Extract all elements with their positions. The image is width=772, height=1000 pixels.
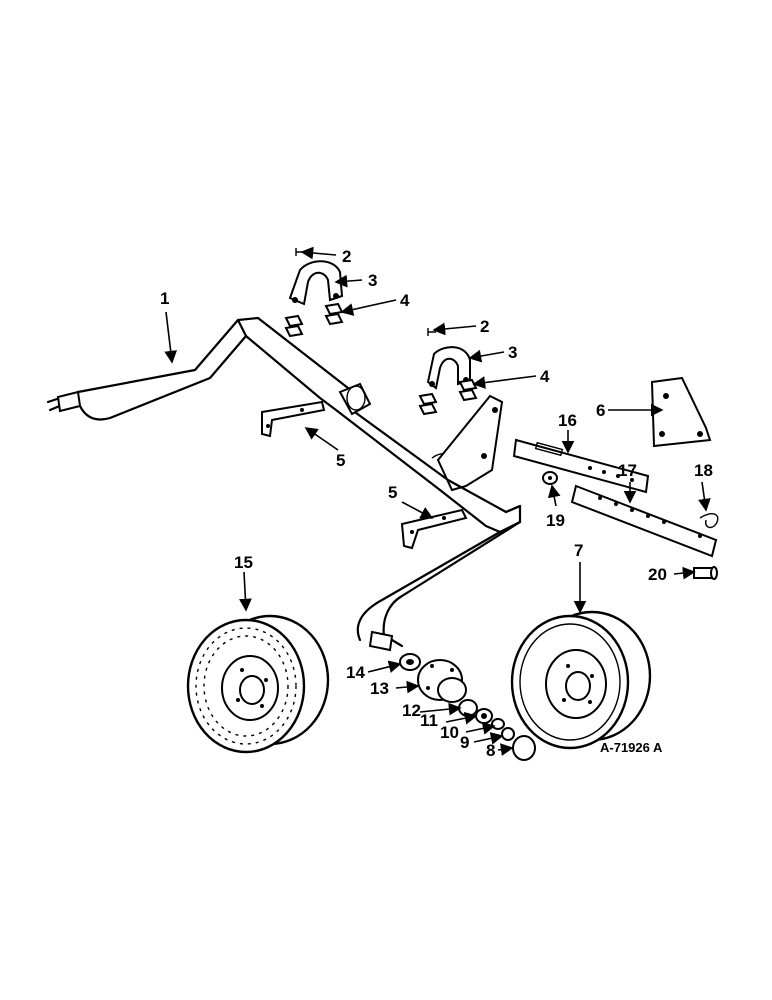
washers-upper <box>284 302 344 338</box>
callout-5-upper: 5 <box>336 451 345 470</box>
hair-pin-clip <box>699 513 719 529</box>
callout-8: 8 <box>486 741 495 760</box>
axle-assembly <box>46 316 522 652</box>
callout-15: 15 <box>234 553 253 572</box>
callout-17: 17 <box>618 461 637 480</box>
callout-20: 20 <box>648 565 667 584</box>
washers-lower <box>418 378 478 416</box>
callout-14: 14 <box>346 663 365 682</box>
callout-5-lower: 5 <box>388 483 397 502</box>
mounting-bracket-upper <box>261 400 326 438</box>
callout-leaders <box>164 246 711 756</box>
callout-2-upper: 2 <box>342 247 351 266</box>
hub-assembly <box>399 653 536 761</box>
callout-6: 6 <box>596 401 605 420</box>
spacer-washer <box>542 471 558 485</box>
callout-12: 12 <box>402 701 421 720</box>
callout-labels: 1 2 3 4 2 3 4 5 5 6 7 8 9 10 11 12 13 14… <box>160 247 713 760</box>
adjusting-arm-outer <box>570 484 718 558</box>
tire-and-wheel <box>186 614 330 754</box>
callout-19: 19 <box>546 511 565 530</box>
callout-13: 13 <box>370 679 389 698</box>
callout-1: 1 <box>160 289 169 308</box>
callout-9: 9 <box>460 733 469 752</box>
bearing-clamp-upper <box>288 260 344 306</box>
callout-3-lower: 3 <box>508 343 517 362</box>
callout-10: 10 <box>440 723 459 742</box>
callout-16: 16 <box>558 411 577 430</box>
drawing-reference: A-71926 A <box>600 740 663 755</box>
callout-4-lower: 4 <box>540 367 550 386</box>
callout-7: 7 <box>574 541 583 560</box>
wheel-rim <box>510 610 652 750</box>
callout-4-upper: 4 <box>400 291 410 310</box>
callout-3-upper: 3 <box>368 271 377 290</box>
mounting-bracket-lower <box>400 508 468 550</box>
adjusting-arm-inner <box>512 438 650 494</box>
gusset-plate <box>650 376 712 448</box>
callout-11: 11 <box>420 711 438 730</box>
callout-18: 18 <box>694 461 713 480</box>
clevis-pin <box>693 566 718 580</box>
callout-2-lower: 2 <box>480 317 489 336</box>
